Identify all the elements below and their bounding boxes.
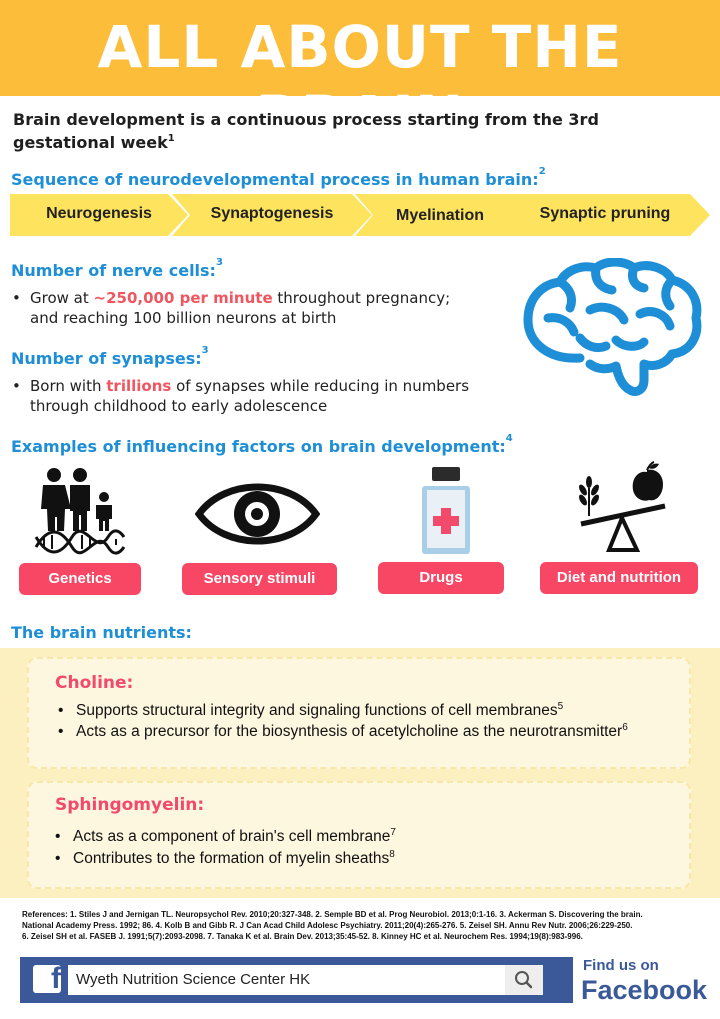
nutrients-heading: The brain nutrients: (11, 623, 192, 642)
facebook-search-button[interactable] (505, 965, 543, 995)
facebook-wordmark[interactable]: Facebook (581, 975, 708, 1005)
facebook-logo-letter: f (51, 962, 61, 995)
sphingomyelin-bullet-2: •Contributes to the formation of myelin … (55, 849, 395, 867)
synapses-bullet: • Born with trillions of synapses while … (12, 377, 470, 415)
references-line: References: 1. Stiles J and Jernigan TL.… (22, 910, 643, 919)
family-dna-icon (34, 468, 126, 555)
choline-title: Choline: (55, 673, 134, 693)
sphingomyelin-card (27, 781, 691, 889)
header-banner (0, 0, 720, 96)
facebook-logo-icon[interactable] (33, 965, 61, 993)
sequence-step-myelination: Myelination (355, 194, 525, 236)
intro-text: Brain development is a continuous proces… (13, 110, 599, 152)
factor-diet-and-nutrition: Diet and nutrition (540, 562, 698, 594)
references-line: 6. Zeisel SH et al. FASEB J. 1991;5(7):2… (22, 932, 583, 941)
facebook-search-text: Wyeth Nutrition Science Center HK (76, 971, 311, 988)
references: References: 1. Stiles J and Jernigan TL.… (22, 909, 702, 942)
choline-card (27, 657, 691, 769)
factor-drugs: Drugs (378, 562, 504, 594)
factor-genetics: Genetics (19, 563, 141, 595)
balance-food-icon (579, 461, 666, 552)
factor-sensory-stimuli: Sensory stimuli (182, 563, 337, 595)
factors-heading: Examples of influencing factors on brain… (11, 433, 513, 456)
search-icon (515, 971, 533, 989)
sequence-heading: Sequence of neurodevelopmental process i… (11, 166, 546, 189)
sequence-step-neurogenesis: Neurogenesis (10, 194, 188, 236)
sphingomyelin-title: Sphingomyelin: (55, 795, 205, 815)
find-us-text: Find us on (583, 957, 659, 974)
nerve-cells-bullet: • Grow at ~250,000 per minute throughout… (12, 289, 451, 327)
synapses-heading: Number of synapses:3 (11, 345, 209, 368)
page-title: ALL ABOUT THE BRAIN (97, 13, 623, 151)
intro-ref: 1 (167, 133, 175, 144)
choline-bullet-2: •Acts as a precursor for the biosynthesi… (58, 722, 628, 740)
sequence-step-synaptogenesis: Synaptogenesis (172, 194, 372, 236)
eye-icon (195, 483, 320, 545)
choline-bullet-1: •Supports structural integrity and signa… (58, 701, 564, 719)
facebook-search-input[interactable] (68, 965, 543, 995)
medicine-bottle-icon (422, 467, 470, 554)
references-line: National Academy Press. 1992; 86. 4. Kol… (22, 921, 633, 930)
sequence-step-synaptic-pruning: Synaptic pruning (500, 194, 710, 236)
sphingomyelin-bullet-1: •Acts as a component of brain's cell mem… (55, 827, 396, 845)
nerve-cells-heading: Number of nerve cells:3 (11, 257, 223, 280)
brain-icon (523, 258, 702, 396)
